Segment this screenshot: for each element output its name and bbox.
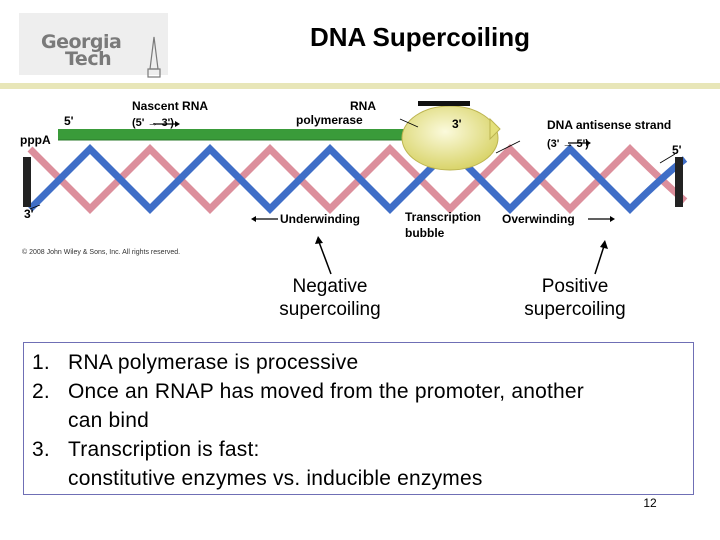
- rna-polymerase-blob: [401, 105, 499, 171]
- dna-right-end: [675, 157, 683, 207]
- label-transcription-bubble-2: bubble: [405, 226, 445, 240]
- list-number: 2.: [32, 380, 50, 403]
- logo-line-1: Georgia: [41, 31, 122, 53]
- polymerase-arrow: [489, 117, 501, 141]
- list-item: 3. Transcription is fast: constitutive e…: [32, 435, 584, 493]
- list-number: 1.: [32, 351, 50, 374]
- label-overwinding: Overwinding: [502, 212, 575, 226]
- dna-helix: [27, 144, 688, 214]
- list-item: 1. RNA polymerase is processive: [32, 348, 584, 377]
- label-pppa: pppA: [20, 133, 51, 147]
- figure-copyright: © 2008 John Wiley & Sons, Inc. All right…: [22, 248, 180, 256]
- negative-supercoiling-label: Negative supercoiling: [255, 275, 405, 321]
- key-points-box: 1. RNA polymerase is processive 2. Once …: [23, 342, 694, 495]
- dna-left-end: [23, 157, 31, 207]
- logo-line-2: Tech: [65, 48, 112, 70]
- list-item-line: constitutive enzymes vs. inducible enzym…: [68, 467, 483, 490]
- georgia-tech-logo: Georgia Tech: [19, 13, 168, 78]
- label-rna-5prime: 5': [64, 114, 74, 128]
- label-nascent-dir: (5' → 3'): [132, 117, 174, 129]
- label-transcription-bubble-1: Transcription: [405, 210, 481, 224]
- positive-supercoiling-label: Positive supercoiling: [500, 275, 650, 321]
- page-number: 12: [643, 496, 657, 510]
- title-divider: [0, 83, 720, 89]
- label-underwinding: Underwinding: [280, 212, 360, 226]
- label-rna-polymerase-1: RNA: [350, 99, 376, 113]
- logo-tower-icon: [147, 36, 161, 78]
- label-rna-polymerase-2: polymerase: [296, 113, 363, 127]
- list-item-line: Transcription is fast:: [68, 438, 260, 461]
- negative-line-2: supercoiling: [279, 299, 381, 320]
- slide-title: DNA Supercoiling: [309, 22, 531, 52]
- label-rna-3prime: 3': [452, 117, 462, 131]
- key-points-list: 1. RNA polymerase is processive 2. Once …: [32, 348, 584, 493]
- list-item-line: can bind: [68, 409, 149, 432]
- nascent-rna-strand: [58, 129, 460, 140]
- list-item: 2. Once an RNAP has moved from the promo…: [32, 377, 584, 435]
- polymerase-bar: [418, 101, 470, 106]
- positive-line-2: supercoiling: [524, 299, 626, 320]
- label-right-5prime: 5': [672, 143, 682, 157]
- list-item-line: RNA polymerase is processive: [68, 351, 359, 374]
- positive-line-1: Positive: [541, 276, 609, 297]
- label-left-3prime: 3': [24, 207, 34, 221]
- label-nascent-rna: Nascent RNA: [132, 99, 208, 113]
- list-item-line: Once an RNAP has moved from the promoter…: [68, 380, 585, 403]
- label-antisense-dir: (3' → 5'): [547, 138, 589, 150]
- supercoiling-figure: Nascent RNA (5' → 3') 5' pppA RNA polyme…: [20, 91, 700, 263]
- negative-line-1: Negative: [292, 276, 368, 297]
- list-number: 3.: [32, 438, 50, 461]
- label-antisense-strand: DNA antisense strand: [547, 118, 671, 132]
